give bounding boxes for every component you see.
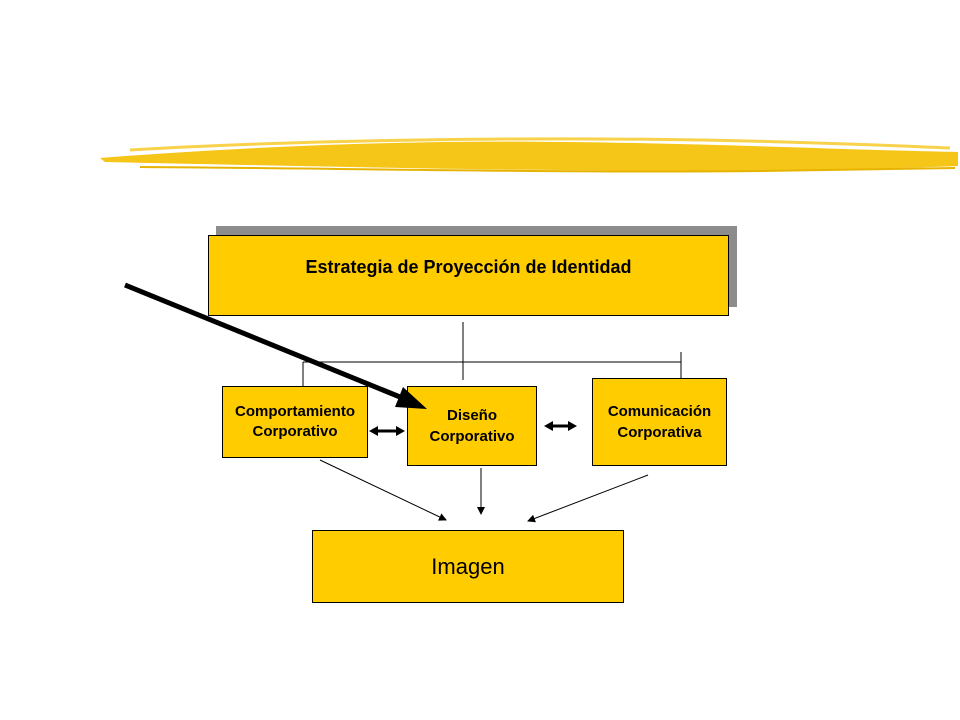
strategy-label: Estrategia de Proyección de Identidad: [305, 257, 632, 277]
arrow-behavior-to-image: [319, 459, 447, 521]
behavior-box: Comportamiento Corporativo: [222, 386, 368, 458]
pointer-arrow: [124, 282, 401, 400]
yellow-brush-stroke: [100, 137, 958, 173]
double-arrow-right: [544, 421, 577, 431]
strategy-box: Estrategia de Proyección de Identidad: [208, 235, 729, 316]
behavior-label-line2: Corporativo: [252, 423, 338, 440]
pointer-arrow-head: [395, 387, 427, 409]
behavior-label-line1: Comportamiento: [235, 403, 355, 420]
communication-label-line2: Corporativa: [617, 424, 702, 441]
image-label: Imagen: [431, 553, 505, 579]
design-box: Diseño Corporativo: [407, 386, 537, 466]
image-box: Imagen: [312, 530, 624, 603]
communication-label-line1: Comunicación: [607, 403, 712, 420]
design-label-line2: Corporativo: [429, 428, 515, 445]
double-arrow-left: [369, 426, 405, 436]
design-label-line1: Diseño: [446, 407, 497, 424]
communication-box: Comunicación Corporativa: [592, 378, 727, 466]
arrow-communication-to-image: [527, 474, 649, 523]
